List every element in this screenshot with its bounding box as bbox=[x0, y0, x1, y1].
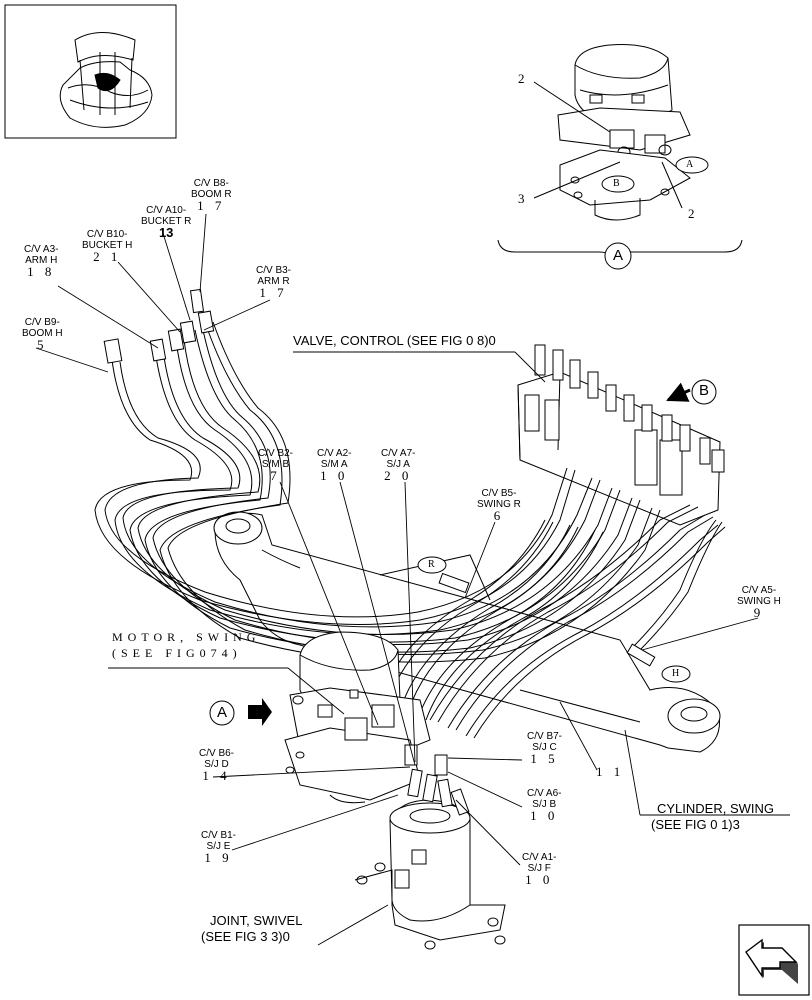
callout-cylinder-swing-2: (SEE FIG 0 1)3 bbox=[651, 817, 740, 832]
control-valve-block bbox=[517, 344, 725, 526]
port-markers bbox=[417, 556, 691, 683]
leader-lines bbox=[35, 213, 790, 946]
label-cv-b9: C/V B9-BOOM H 5 bbox=[22, 317, 63, 352]
port-label-a: A bbox=[686, 159, 694, 170]
hose-bundle bbox=[94, 321, 726, 739]
label-cv-a2: C/V A2-S/M A 1 0 bbox=[317, 448, 352, 483]
detail-circle-b: B bbox=[698, 382, 709, 399]
detail-a-swing-motor bbox=[533, 44, 709, 221]
valve-fittings-top bbox=[534, 344, 725, 473]
label-cv-b7: C/V B7-S/J C 1 5 bbox=[527, 731, 563, 766]
label-cv-a1: C/V A1-S/J F 1 0 bbox=[522, 852, 557, 887]
port-label-h: H bbox=[672, 668, 680, 679]
callout-cylinder-swing-1: CYLINDER, SWING bbox=[657, 801, 775, 816]
port-label-r: R bbox=[428, 559, 435, 570]
label-cv-b6: C/V B6-S/J D 1 4 bbox=[199, 748, 235, 783]
label-cv-b1: C/V B1-S/J E 1 9 bbox=[201, 830, 237, 865]
callout-valve-control: VALVE, CONTROL (SEE FIG 0 8)0 bbox=[293, 333, 496, 348]
label-cv-a6: C/V A6-S/J B 1 0 bbox=[527, 788, 562, 823]
detail-item-3: 3 bbox=[518, 191, 529, 206]
callout-joint-swivel-2: (SEE FIG 3 3)0 bbox=[201, 929, 290, 944]
label-cv-b10: C/V B10-BUCKET H 2 1 bbox=[82, 229, 133, 264]
thumbnail-machine-icon bbox=[59, 32, 153, 128]
motor-marker-a: A bbox=[216, 704, 227, 721]
thumbnail-frame[interactable] bbox=[4, 4, 177, 139]
detail-a-bracket bbox=[497, 239, 743, 270]
swing-cylinder-arm bbox=[213, 511, 721, 753]
detail-item-2a: 2 bbox=[518, 71, 529, 86]
motor-arrow-icon bbox=[248, 698, 272, 726]
label-cv-a3: C/V A3-ARM H 1 8 bbox=[24, 244, 59, 279]
label-cv-b2: C/V B2-S/M B 7 bbox=[258, 448, 294, 483]
swivel-joint bbox=[354, 744, 506, 950]
next-page-arrow-icon[interactable] bbox=[738, 924, 810, 996]
motor-marker-a-ring bbox=[209, 700, 235, 726]
port-label-b: B bbox=[613, 178, 620, 189]
label-cv-b3: C/V B3-ARM R 1 7 bbox=[256, 265, 292, 300]
label-cv-a5: C/V A5-SWING H 9 bbox=[737, 585, 781, 620]
label-cv-a10: C/V A10-BUCKET R 13 bbox=[141, 205, 192, 240]
callout-joint-swivel-1: JOINT, SWIVEL bbox=[210, 913, 303, 928]
swing-motor-main bbox=[284, 631, 431, 804]
detail-item-2b: 2 bbox=[688, 206, 699, 221]
hose-fittings-top-left bbox=[103, 288, 215, 364]
label-cv-b5: C/V B5-SWING R 6 bbox=[477, 488, 521, 523]
label-cv-b8: C/V B8-BOOM R 1 7 bbox=[191, 178, 232, 213]
callout-motor-swing-2: (SEE FIG074) bbox=[112, 646, 242, 660]
item-number-11: 1 1 bbox=[596, 764, 625, 779]
label-cv-a7: C/V A7-S/J A 2 0 bbox=[381, 448, 416, 483]
detail-circle-b-ring bbox=[691, 379, 717, 405]
callout-motor-swing-1: MOTOR, SWING bbox=[112, 630, 261, 644]
detail-circle-a: A bbox=[612, 247, 623, 264]
